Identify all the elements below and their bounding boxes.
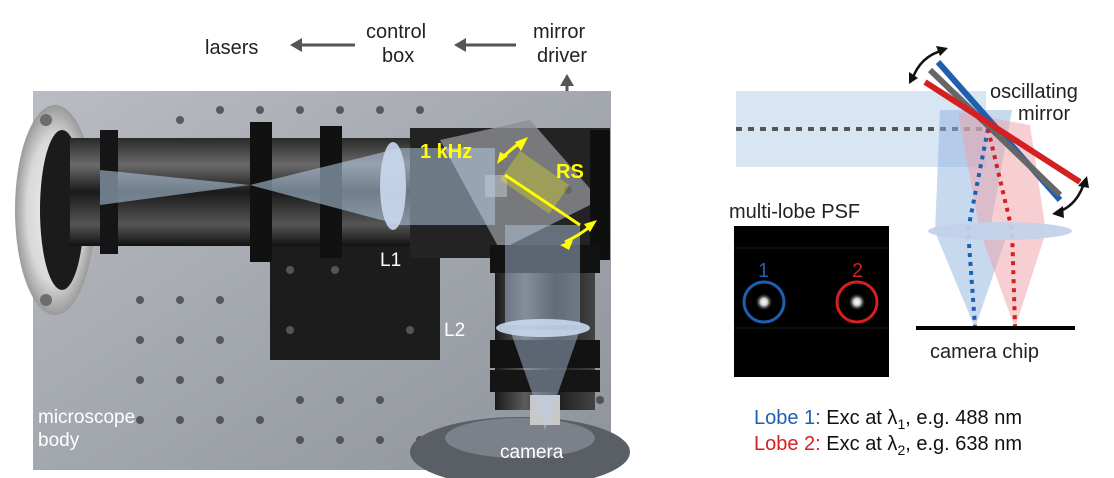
oscillating-mirror-label-line2: mirror — [1018, 103, 1071, 125]
beam-overlay — [100, 142, 590, 430]
resonant-scanner-label: RS — [556, 161, 584, 183]
psf-panel: multi-lobe PSF 1 2 — [729, 201, 889, 377]
camera-label: camera — [500, 442, 564, 463]
lobe-1-number: 1 — [758, 260, 769, 282]
psf-title: multi-lobe PSF — [729, 201, 860, 223]
lobe-2-spot — [848, 293, 866, 311]
control-box-label-line1: control — [366, 21, 426, 43]
focusing-lens — [928, 222, 1072, 240]
lobe-1-spot — [755, 293, 773, 311]
lens-l1-label: L1 — [380, 250, 401, 271]
arrow-driver-to-control — [454, 38, 516, 52]
oscillating-mirror-label-line1: oscillating — [990, 81, 1078, 103]
legend-lobe-2-sub: 2 — [897, 442, 905, 458]
legend-lobe-2-text: Exc at λ — [821, 433, 898, 455]
lens-l1-shape — [380, 142, 406, 230]
lasers-label: lasers — [205, 37, 258, 59]
microscope-body-label-line2: body — [38, 430, 80, 451]
oscillating-mirror-bars — [923, 60, 1082, 202]
legend: Lobe 1: Exc at λ1, e.g. 488 nm Lobe 2: E… — [754, 407, 1022, 458]
legend-lobe-1-sub: 1 — [897, 416, 905, 432]
lens-l2-shape — [496, 319, 590, 337]
camera-body — [410, 395, 630, 478]
legend-lobe-1-post: , e.g. 488 nm — [905, 407, 1022, 429]
legend-lobe-2: Lobe 2: Exc at λ2, e.g. 638 nm — [754, 433, 1022, 458]
microscope-body-label-line1: microscope — [38, 407, 135, 428]
oscillation-arrows — [909, 46, 1089, 218]
lobe-1-circle — [742, 280, 786, 324]
control-box-label-line2: box — [382, 45, 414, 67]
camera-chip-label: camera chip — [930, 341, 1039, 363]
legend-lobe-2-post: , e.g. 638 nm — [905, 433, 1022, 455]
legend-lobe-1: Lobe 1: Exc at λ1, e.g. 488 nm — [754, 407, 1022, 432]
frequency-label: 1 kHz — [420, 141, 472, 163]
mounting-plate — [270, 240, 440, 360]
lens-l2-label: L2 — [444, 320, 465, 341]
legend-lobe-1-prefix: Lobe 1: — [754, 407, 821, 429]
lobe-2-circle — [835, 280, 879, 324]
legend-lobe-2-prefix: Lobe 2: — [754, 433, 821, 455]
legend-lobe-1-text: Exc at λ — [821, 407, 898, 429]
lobe-2-number: 2 — [852, 260, 863, 282]
mirror-driver-label-line1: mirror — [533, 21, 586, 43]
arrow-control-to-lasers — [290, 38, 355, 52]
optics-schematic: camera chip oscillating mirror — [736, 46, 1089, 363]
setup-photo: 1 kHz RS L1 L2 microscope body camera — [15, 91, 630, 478]
mirror-driver-label-line2: driver — [537, 45, 587, 67]
scan-annotations — [497, 137, 597, 250]
